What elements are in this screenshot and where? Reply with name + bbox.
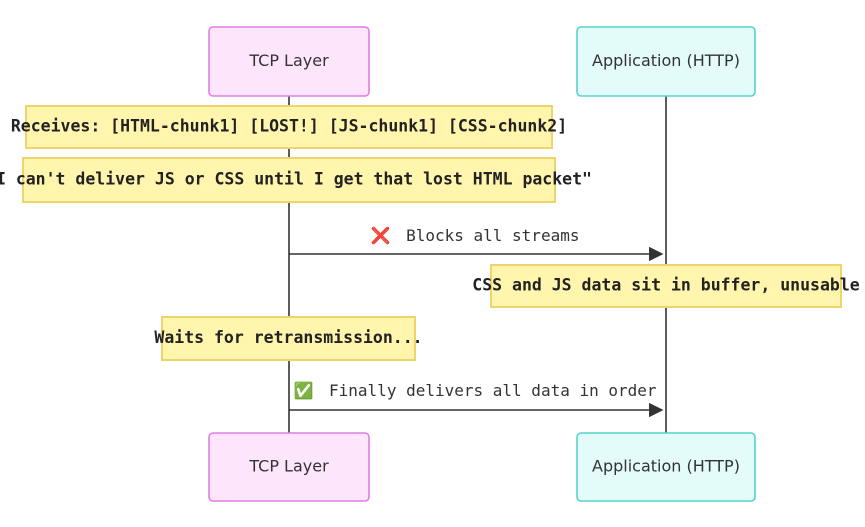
application-actor-bottom: Application (HTTP) (576, 432, 756, 502)
tcp-layer-actor-bottom: TCP Layer (208, 432, 370, 502)
application-actor-bottom-label: Application (HTTP) (592, 457, 740, 476)
message-finally-text: Finally delivers all data in order (329, 381, 657, 400)
message-finally-label: ✅ Finally delivers all data in order (293, 381, 656, 400)
tcp-layer-actor-top-label: TCP Layer (248, 51, 329, 70)
message-blocks-all-streams: ❌ Blocks all streams (289, 226, 664, 262)
note-waits-text: Waits for retransmission... (154, 328, 422, 347)
tcp-layer-actor-bottom-label: TCP Layer (248, 457, 329, 476)
tcp-layer-actor-top: TCP Layer (208, 26, 370, 97)
cross-mark-icon: ❌ (371, 226, 391, 245)
note-receives: Receives: [HTML-chunk1] [LOST!] [JS-chun… (11, 105, 567, 149)
message-blocks-text: Blocks all streams (406, 226, 579, 245)
check-mark-icon: ✅ (293, 381, 313, 400)
note-waits: Waits for retransmission... (154, 316, 423, 361)
message-blocks-label: ❌ Blocks all streams (371, 226, 580, 245)
note-buffer: CSS and JS data sit in buffer, unusable (472, 264, 860, 308)
note-receives-text: Receives: [HTML-chunk1] [LOST!] [JS-chun… (11, 117, 567, 136)
note-cant-deliver-text: "I can't deliver JS or CSS until I get t… (0, 170, 592, 189)
message-finally-delivers: ✅ Finally delivers all data in order (289, 381, 664, 418)
note-cant-deliver: "I can't deliver JS or CSS until I get t… (0, 157, 592, 203)
application-actor-top: Application (HTTP) (576, 26, 756, 97)
note-buffer-text: CSS and JS data sit in buffer, unusable (472, 276, 859, 295)
application-actor-top-label: Application (HTTP) (592, 51, 740, 70)
